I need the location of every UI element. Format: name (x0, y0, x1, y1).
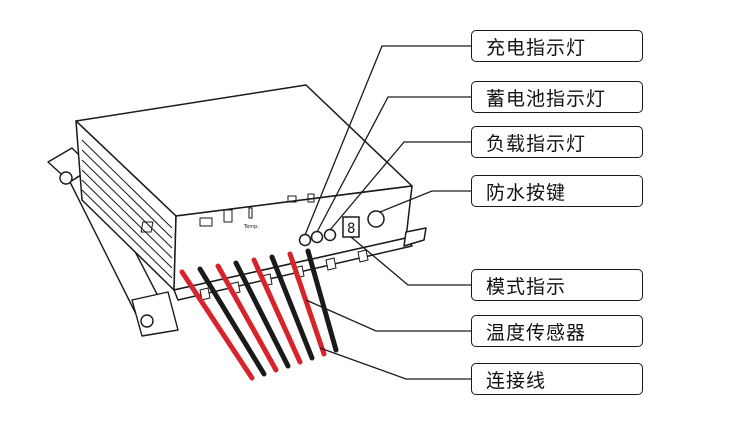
leader-load (329, 141, 471, 231)
load-icon (223, 209, 233, 223)
connection-wire (233, 260, 291, 369)
connection-wires (179, 248, 339, 381)
mode-display-digit: 8 (347, 221, 355, 237)
mount-hole-icon (59, 171, 73, 185)
callout-label: 温度传感器 (486, 321, 587, 344)
battery-icon (199, 217, 213, 227)
mount-hole-icon (140, 314, 154, 328)
leader-lines (304, 45, 471, 380)
callout-charge-indicator: 充电指示灯 (471, 30, 643, 62)
solar-panel-icon (140, 221, 154, 233)
leader-charge (304, 45, 471, 236)
connection-wire (215, 263, 279, 373)
callout-label: 充电指示灯 (486, 36, 587, 59)
load-indicator-led (323, 228, 337, 242)
temp-label: Temp. (243, 224, 259, 230)
callout-waterproof-button: 防水按键 (471, 175, 643, 207)
battery-indicator-led (310, 230, 324, 244)
waterproof-button (367, 210, 385, 228)
callout-label: 模式指示 (486, 275, 567, 298)
callout-label: 蓄电池指示灯 (486, 87, 607, 110)
leader-wires (319, 347, 471, 380)
callout-mode-display: 模式指示 (471, 269, 643, 301)
thermometer-icon (248, 207, 253, 219)
leader-temp (305, 299, 471, 332)
small-indicator-icon (307, 193, 315, 203)
connection-wire (179, 269, 255, 381)
connection-wire (287, 251, 327, 357)
callout-battery-indicator: 蓄电池指示灯 (471, 81, 643, 113)
callout-label: 连接线 (486, 369, 547, 392)
connection-wire (251, 257, 303, 365)
callout-label: 负载指示灯 (486, 132, 587, 155)
callout-temperature-sensor: 温度传感器 (471, 315, 643, 347)
connection-wire (305, 248, 339, 353)
leader-button (379, 190, 471, 213)
callout-load-indicator: 负载指示灯 (471, 126, 643, 158)
leader-mode (350, 236, 471, 286)
small-indicator-icon (287, 195, 297, 203)
callout-connection-wires: 连接线 (471, 363, 643, 395)
connection-wire (197, 266, 267, 377)
leader-battery (316, 96, 471, 233)
connection-wire (269, 254, 315, 361)
charge-indicator-led (298, 233, 312, 247)
callout-label: 防水按键 (486, 181, 567, 204)
